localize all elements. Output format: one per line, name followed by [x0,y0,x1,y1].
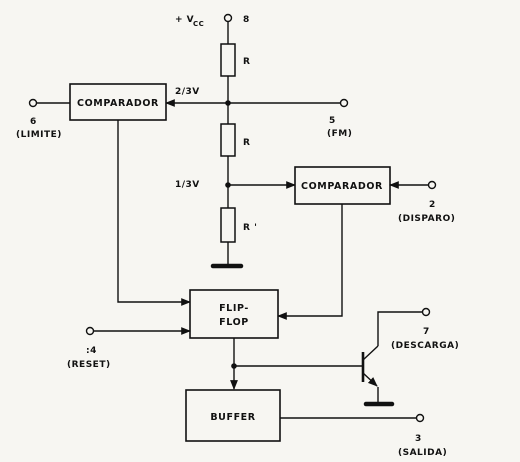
resistor-r2-label: R [243,138,250,148]
resistor-r3-label: R ' [243,223,257,233]
flipflop-label-line2: FLOP [219,317,249,328]
limite-pin-terminal [28,98,38,108]
fm-pin-terminal [339,98,349,108]
wire-comparator-lower-to-flipflop [277,204,343,320]
resistor-r1 [220,43,236,77]
salida-pin-name: (SALIDA) [398,448,447,458]
comparator-lower-label: COMPARADOR [301,181,383,192]
salida-pin-number: 3 [415,434,422,444]
limite-pin-number: 6 [30,117,37,127]
resistor-r3 [220,207,236,243]
resistor-r2 [220,123,236,157]
flipflop-block [189,289,279,339]
vcc-label: + V [175,15,194,25]
fm-pin-name: (FM) [327,129,352,139]
flipflop-label-line1: FLIP- [219,303,249,314]
reset-pin-terminal [85,326,95,336]
disparo-pin-name: (DISPARO) [398,214,455,224]
reset-pin-number: :4 [86,346,97,356]
node-lower-label: 1/3V [175,180,200,190]
disparo-pin-number: 2 [429,200,436,210]
descarga-pin-name: (DESCARGA) [391,341,459,351]
fm-pin-number: 5 [329,116,336,126]
limite-pin-name: (LIMITE) [16,130,62,140]
comparator-upper-label: COMPARADOR [77,98,159,109]
disparo-pin-terminal [427,180,437,190]
descarga-pin-terminal [421,307,431,317]
node-upper-label: 2/3V [175,87,200,97]
vcc-pin-terminal [223,13,233,23]
buffer-label: BUFFER [210,412,255,423]
resistor-r1-label: R [243,57,250,67]
salida-pin-terminal [415,413,425,423]
wire-comparator-upper-to-flipflop [117,120,191,306]
transistor-collector [362,345,379,361]
descarga-pin-number: 7 [423,327,430,337]
wire-collector-to-descarga [377,311,422,346]
transistor-emitter [362,372,378,387]
vcc-pin-number: 8 [243,15,250,25]
reset-pin-name: (RESET) [67,360,111,370]
buffer-block [185,389,281,442]
vcc-subscript: CC [193,20,204,28]
